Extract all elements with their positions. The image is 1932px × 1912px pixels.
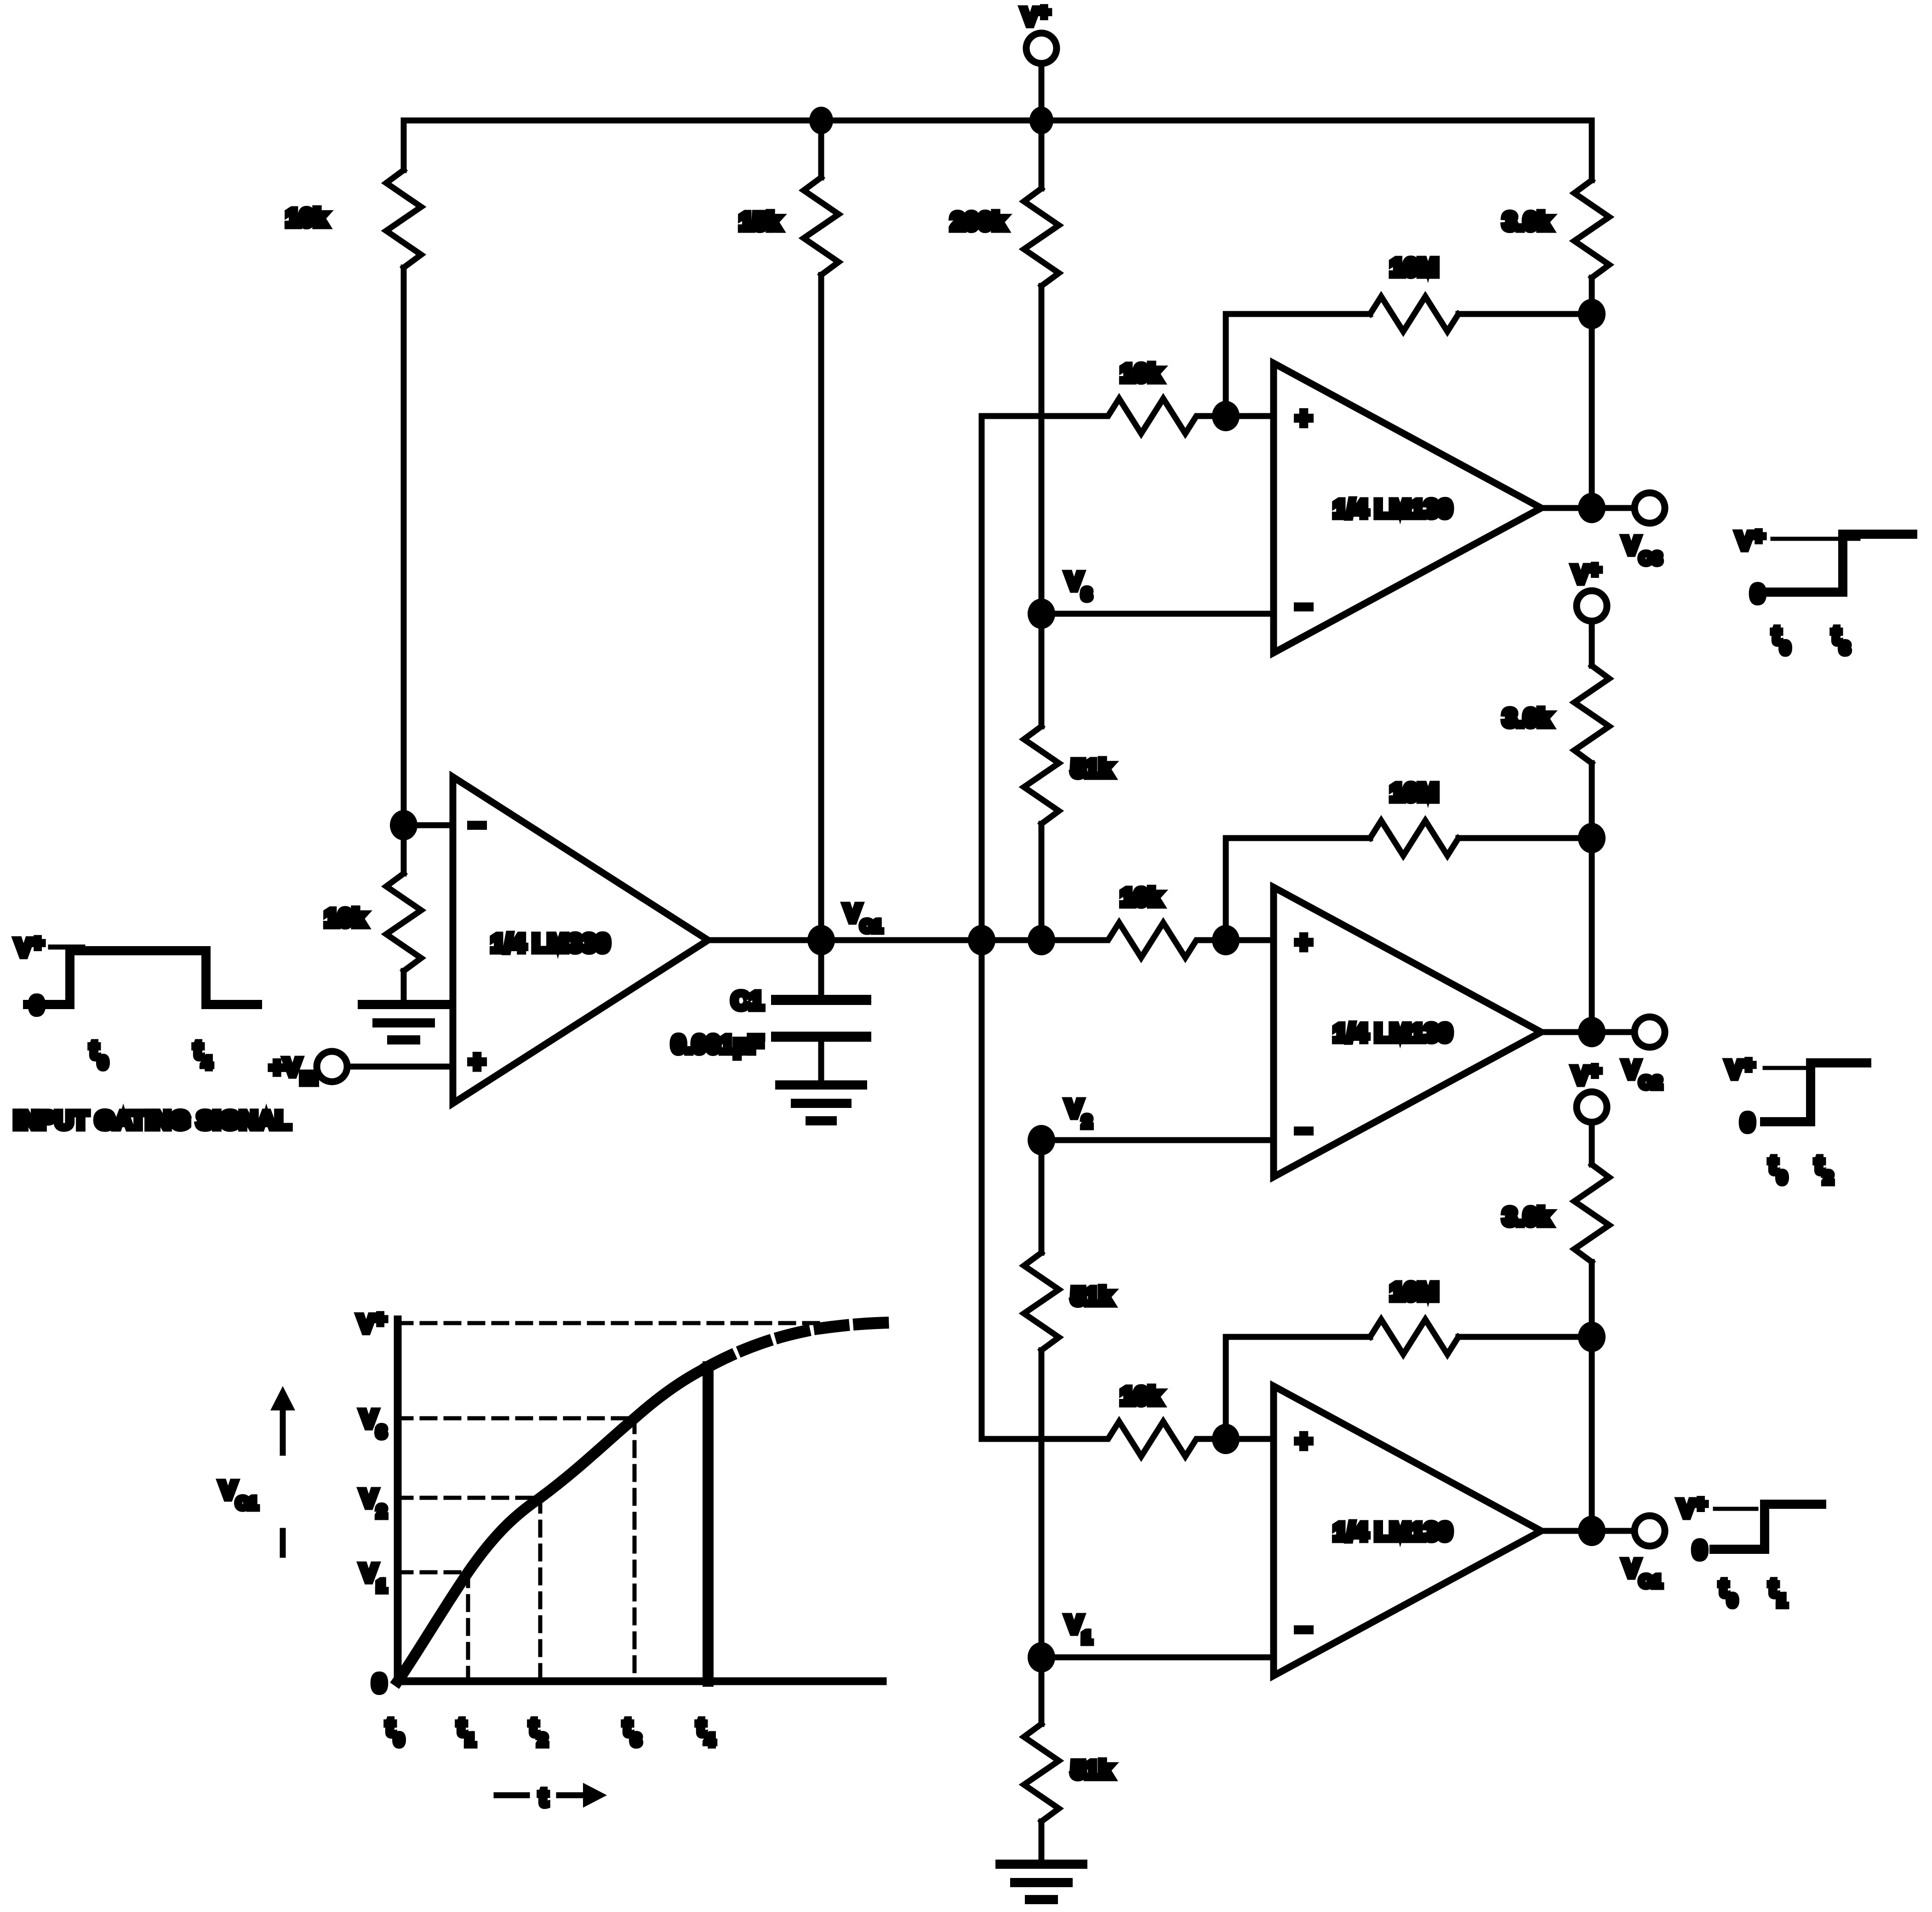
resistor-10M-top-label: 10M	[1390, 254, 1438, 281]
vo2-waveform	[1760, 1058, 1871, 1126]
capacitor-c1-value: 0.001µF	[672, 1031, 763, 1058]
vo2-terminal[interactable]	[1631, 1013, 1669, 1051]
vo1-high-label: V+	[1678, 1493, 1707, 1523]
junction-dot-vc1-bus	[968, 925, 995, 955]
comparator-lm139-2[interactable]	[1270, 881, 1549, 1183]
resistor-10k-comp3-label: 10k	[1120, 360, 1162, 387]
resistor-10k-comp1	[1086, 1415, 1229, 1462]
comparator-3-plus-sign: +	[1296, 403, 1312, 434]
resistor-51k-upper-label: 51k	[1071, 755, 1113, 782]
vc1-x-arrow	[493, 1783, 607, 1808]
chart-ytick-zero: 0	[372, 1670, 386, 1697]
comparator-lm139-1[interactable]	[1270, 1380, 1549, 1682]
vc1-axis-arrow	[270, 1386, 295, 1558]
vplus-bottom-label: V+	[1572, 1060, 1601, 1090]
resistor-200k-label: 200k	[951, 208, 1006, 235]
resistor-10M-bottom	[1223, 1313, 1595, 1442]
resistor-51k-middle	[1018, 1137, 1064, 1661]
comparator-lm339-plus-sign: +	[469, 1046, 485, 1077]
comparator-lm139-3-label: 1/4 LM139	[1333, 495, 1452, 523]
comparator-lm139-2-label: 1/4 LM139	[1333, 1019, 1452, 1047]
resistor-10k-comp2-label: 10k	[1120, 884, 1162, 911]
capacitor-c1-name: C1	[732, 987, 763, 1015]
vo3-low-label: 0	[1751, 580, 1765, 608]
vin-terminal[interactable]	[313, 1048, 351, 1085]
junction-dot-v2	[1028, 925, 1055, 955]
input-gating-caption: INPUT GATING SIGNAL	[14, 1107, 291, 1134]
resistor-3k-middle	[1569, 617, 1615, 841]
comparator-lm139-3[interactable]	[1270, 357, 1549, 659]
vo1-low-label: 0	[1693, 1536, 1707, 1564]
resistor-51k-lower-label: 51k	[1071, 1756, 1113, 1784]
comparator-3-minus-sign: −	[1296, 591, 1312, 622]
resistor-200k	[1018, 117, 1064, 617]
comparator-1-plus-sign: +	[1296, 1426, 1312, 1456]
gating-low-label: 0	[30, 992, 44, 1019]
resistor-3k-bottom	[1569, 1119, 1615, 1340]
vo3-terminal[interactable]	[1631, 489, 1669, 527]
capacitor-c1	[771, 937, 871, 1125]
resistor-3k-top-label: 3.0k	[1503, 208, 1552, 235]
comparator-1-minus-sign: −	[1296, 1614, 1312, 1645]
vo1-waveform	[1709, 1500, 1826, 1554]
comparator-lm339-minus-sign: −	[469, 810, 485, 840]
comparator-lm339-label: 1/4 LM339	[491, 930, 610, 957]
resistor-51k-upper	[1018, 611, 1064, 943]
resistor-3k-bottom-label: 3.0k	[1503, 1203, 1552, 1231]
vplus-terminal-middle[interactable]	[1573, 587, 1611, 625]
resistor-51k-lower	[995, 1654, 1087, 1904]
resistor-3k-middle-label: 3.0k	[1503, 704, 1552, 732]
input-gating-waveform	[23, 944, 262, 1009]
resistor-51k-middle-label: 51k	[1071, 1283, 1113, 1310]
resistor-10k-top	[381, 117, 427, 828]
vo2-low-label: 0	[1741, 1109, 1755, 1136]
vc1-chart	[270, 1315, 894, 1808]
vplus-terminal-bottom[interactable]	[1573, 1088, 1611, 1126]
comparator-2-plus-sign: +	[1296, 927, 1312, 958]
chart-xlabel: t	[539, 1784, 548, 1811]
vc1-continuation-dashed	[700, 1316, 894, 1375]
vc1-charge-curve	[390, 1359, 716, 1689]
resistor-10M-middle-label: 10M	[1390, 779, 1438, 806]
resistor-10k-bias-label: 10k	[325, 904, 366, 932]
resistor-15k	[798, 117, 844, 943]
resistor-15k-label: 15k	[739, 208, 781, 235]
resistor-10k-bias	[358, 822, 450, 1044]
resistor-10k-comp3	[1086, 393, 1229, 439]
resistor-10k-comp2	[1086, 917, 1229, 964]
vo3-waveform	[1752, 530, 1917, 597]
vo3-high-label: V+	[1736, 525, 1765, 555]
resistor-10k-comp1-label: 10k	[1120, 1382, 1162, 1410]
resistor-10k-top-label: 10k	[286, 204, 328, 232]
junction-dot-vo3	[1578, 493, 1606, 523]
vplus-terminal[interactable]	[1023, 29, 1060, 67]
resistor-10M-middle	[1223, 815, 1595, 943]
resistor-10M-bottom-label: 10M	[1390, 1278, 1438, 1306]
comparator-lm339[interactable]	[449, 771, 714, 1110]
resistor-10M-top	[1223, 291, 1595, 419]
vo1-terminal[interactable]	[1631, 1512, 1669, 1550]
comparator-2-minus-sign: −	[1296, 1115, 1312, 1146]
comparator-lm139-1-label: 1/4 LM139	[1333, 1518, 1452, 1546]
